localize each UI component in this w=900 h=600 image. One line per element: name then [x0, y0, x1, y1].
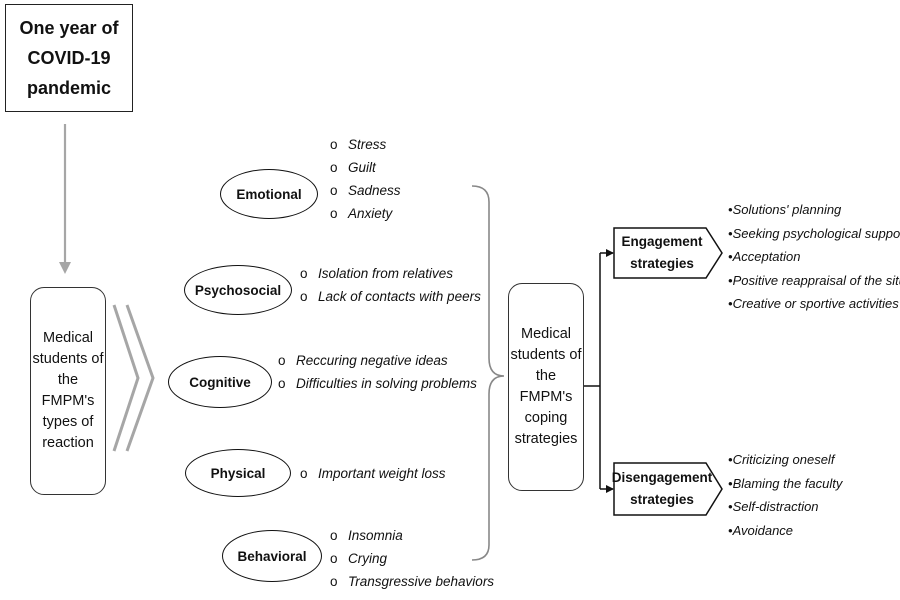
ellipse-psychosocial-label: Psychosocial [194, 282, 282, 298]
reaction-types-label: Medical students of the FMPM's types of … [32, 330, 104, 451]
list-item: •Criticizing oneself [728, 452, 835, 467]
ellipse-physical: Physical [185, 449, 291, 497]
strategy-connectors [584, 249, 614, 493]
ellipse-emotional: Emotional [220, 169, 318, 219]
double-chevron-icon [112, 304, 155, 452]
ellipse-behavioral: Behavioral [222, 530, 322, 582]
ellipse-physical-label: Physical [210, 465, 266, 481]
coping-strategies-box: Medical students of the FMPM's coping st… [508, 283, 584, 491]
title-box: One year of COVID-19 pandemic [5, 4, 133, 112]
disengagement-label: Disengagement strategies [611, 470, 713, 507]
engagement-list: •Solutions' planning •Seeking psychologi… [728, 198, 900, 316]
list-item: •Self-distraction [728, 499, 819, 514]
curly-bracket [471, 185, 505, 561]
engagement-label: Engagement strategies [621, 234, 703, 271]
ellipse-cognitive: Cognitive [168, 356, 272, 408]
list-item: •Avoidance [728, 522, 794, 538]
disengagement-box-shape [613, 462, 723, 516]
list-item: •Positive reappraisal of the situation [728, 272, 900, 288]
disengagement-list: •Criticizing oneself •Blaming the facult… [728, 448, 842, 542]
coping-strategies-label: Medical students of the FMPM's coping st… [510, 326, 582, 447]
ellipse-emotional-label: Emotional [236, 186, 302, 202]
list-item: •Creative or sportive activities [728, 296, 899, 311]
list-item: •Acceptation [728, 249, 801, 264]
list-item: •Blaming the faculty [728, 475, 843, 491]
ellipse-behavioral-label: Behavioral [237, 548, 307, 564]
engagement-box-shape [613, 227, 723, 279]
engagement-box: Engagement strategies [614, 228, 706, 278]
list-item: •Seeking psychological support [728, 225, 900, 241]
disengagement-box: Disengagement strategies [612, 463, 713, 515]
ellipse-cognitive-label: Cognitive [189, 374, 251, 390]
list-item: •Solutions' planning [728, 202, 842, 217]
reaction-types-box: Medical students of the FMPM's types of … [30, 287, 106, 495]
title-box-label: One year of COVID-19 pandemic [19, 18, 119, 98]
ellipse-psychosocial: Psychosocial [184, 265, 292, 315]
